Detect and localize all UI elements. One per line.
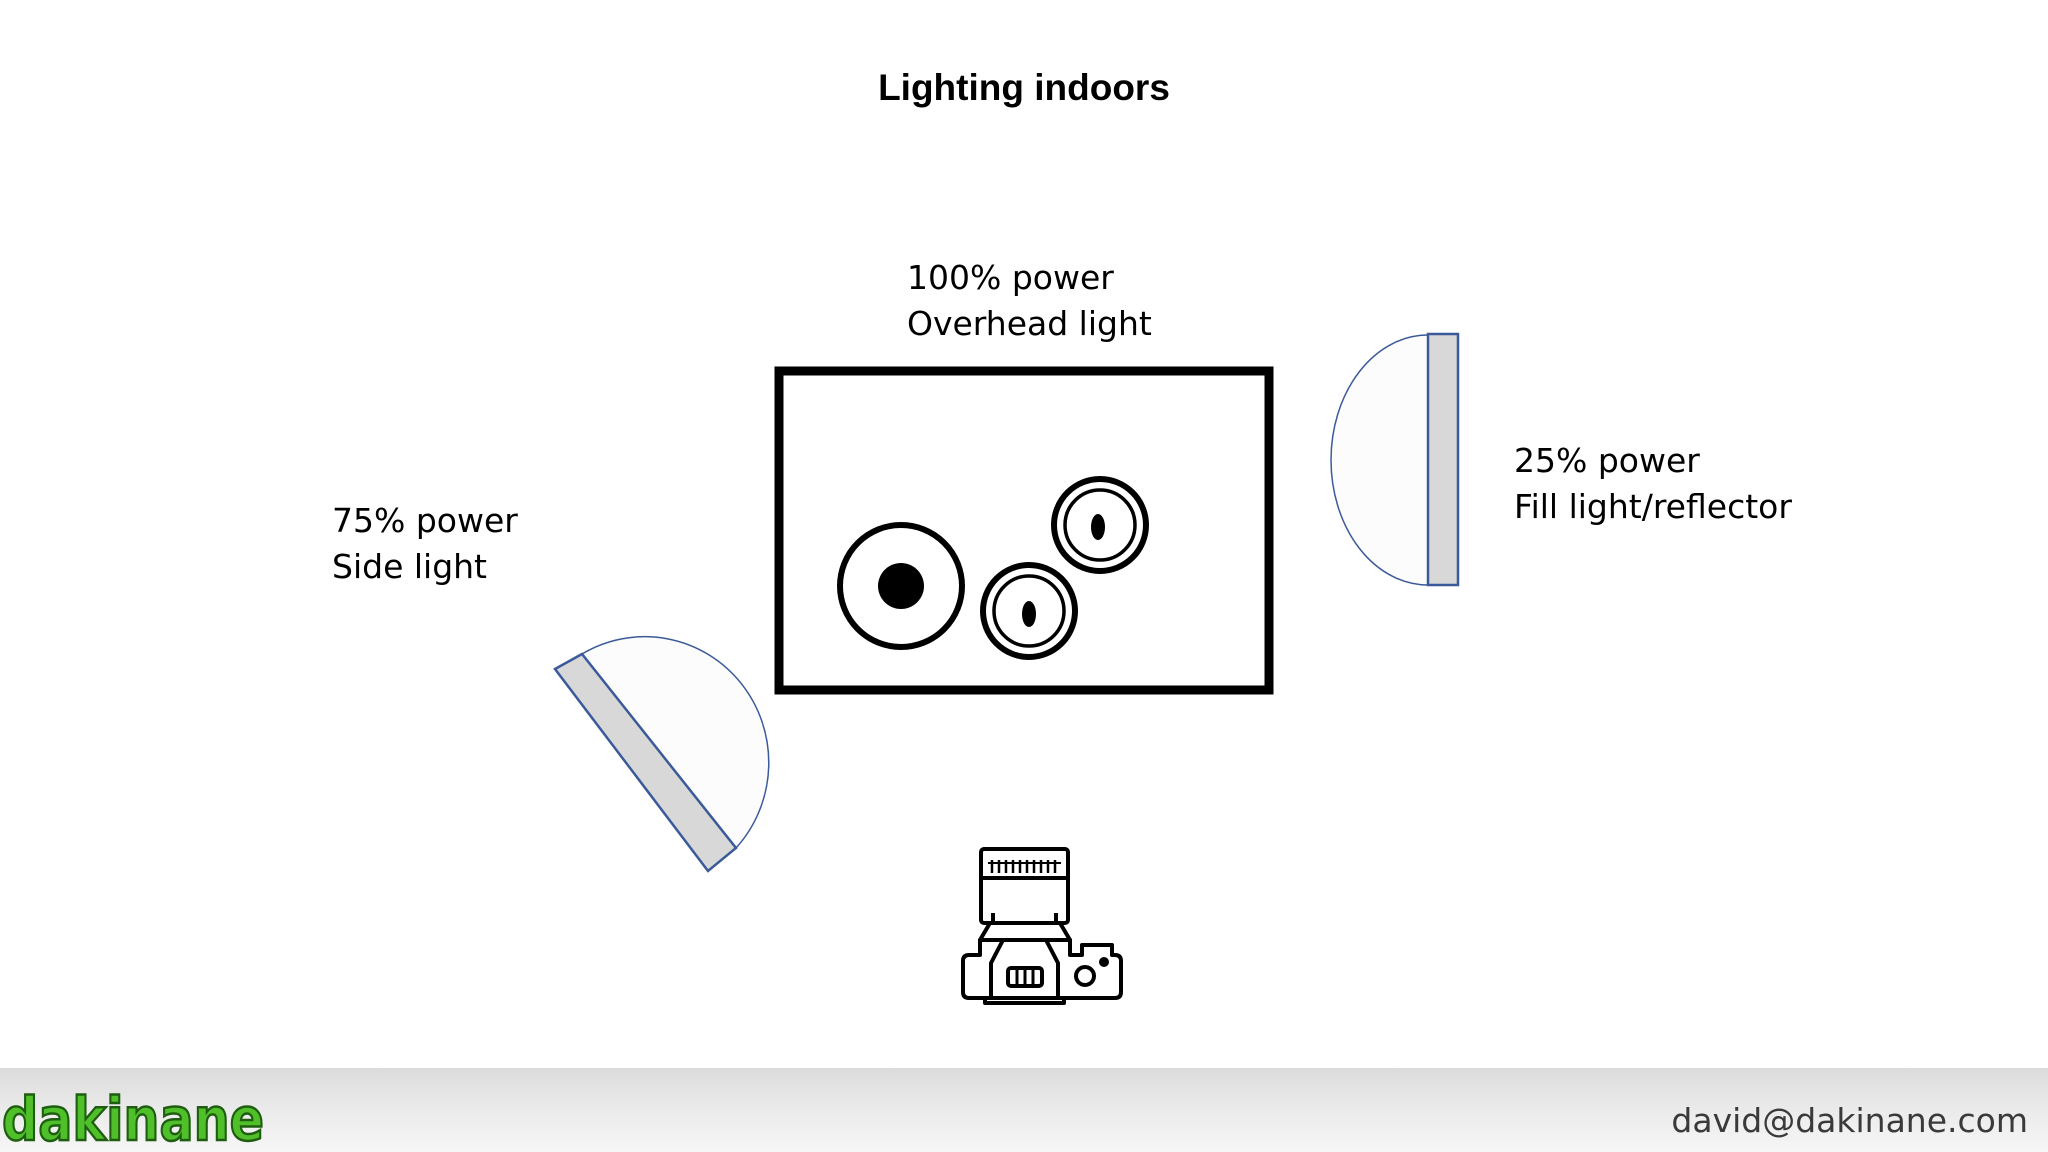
fill-light-icon [1330,332,1460,587]
side-light-name: Side light [332,547,487,586]
side-light-icon [553,635,770,873]
footer-bar [0,1068,2048,1152]
subject-table-icon [774,366,1274,695]
dakinane-logo: dakinane [1,1084,266,1152]
overhead-light-name: Overhead light [907,304,1152,343]
side-light-label: 75% power Side light [332,498,518,590]
camera-icon [961,847,1123,1005]
overhead-light-label: 100% power Overhead light [907,255,1152,347]
contact-email: david@dakinane.com [1671,1101,2028,1140]
side-light-power: 75% power [332,501,518,540]
fill-light-label: 25% power Fill light/reflector [1514,438,1792,530]
fill-light-name: Fill light/reflector [1514,487,1792,526]
fill-light-power: 25% power [1514,441,1700,480]
svg-text:dakinane: dakinane [2,1085,264,1152]
overhead-light-power: 100% power [907,258,1114,297]
slide-title: Lighting indoors [878,67,1170,108]
